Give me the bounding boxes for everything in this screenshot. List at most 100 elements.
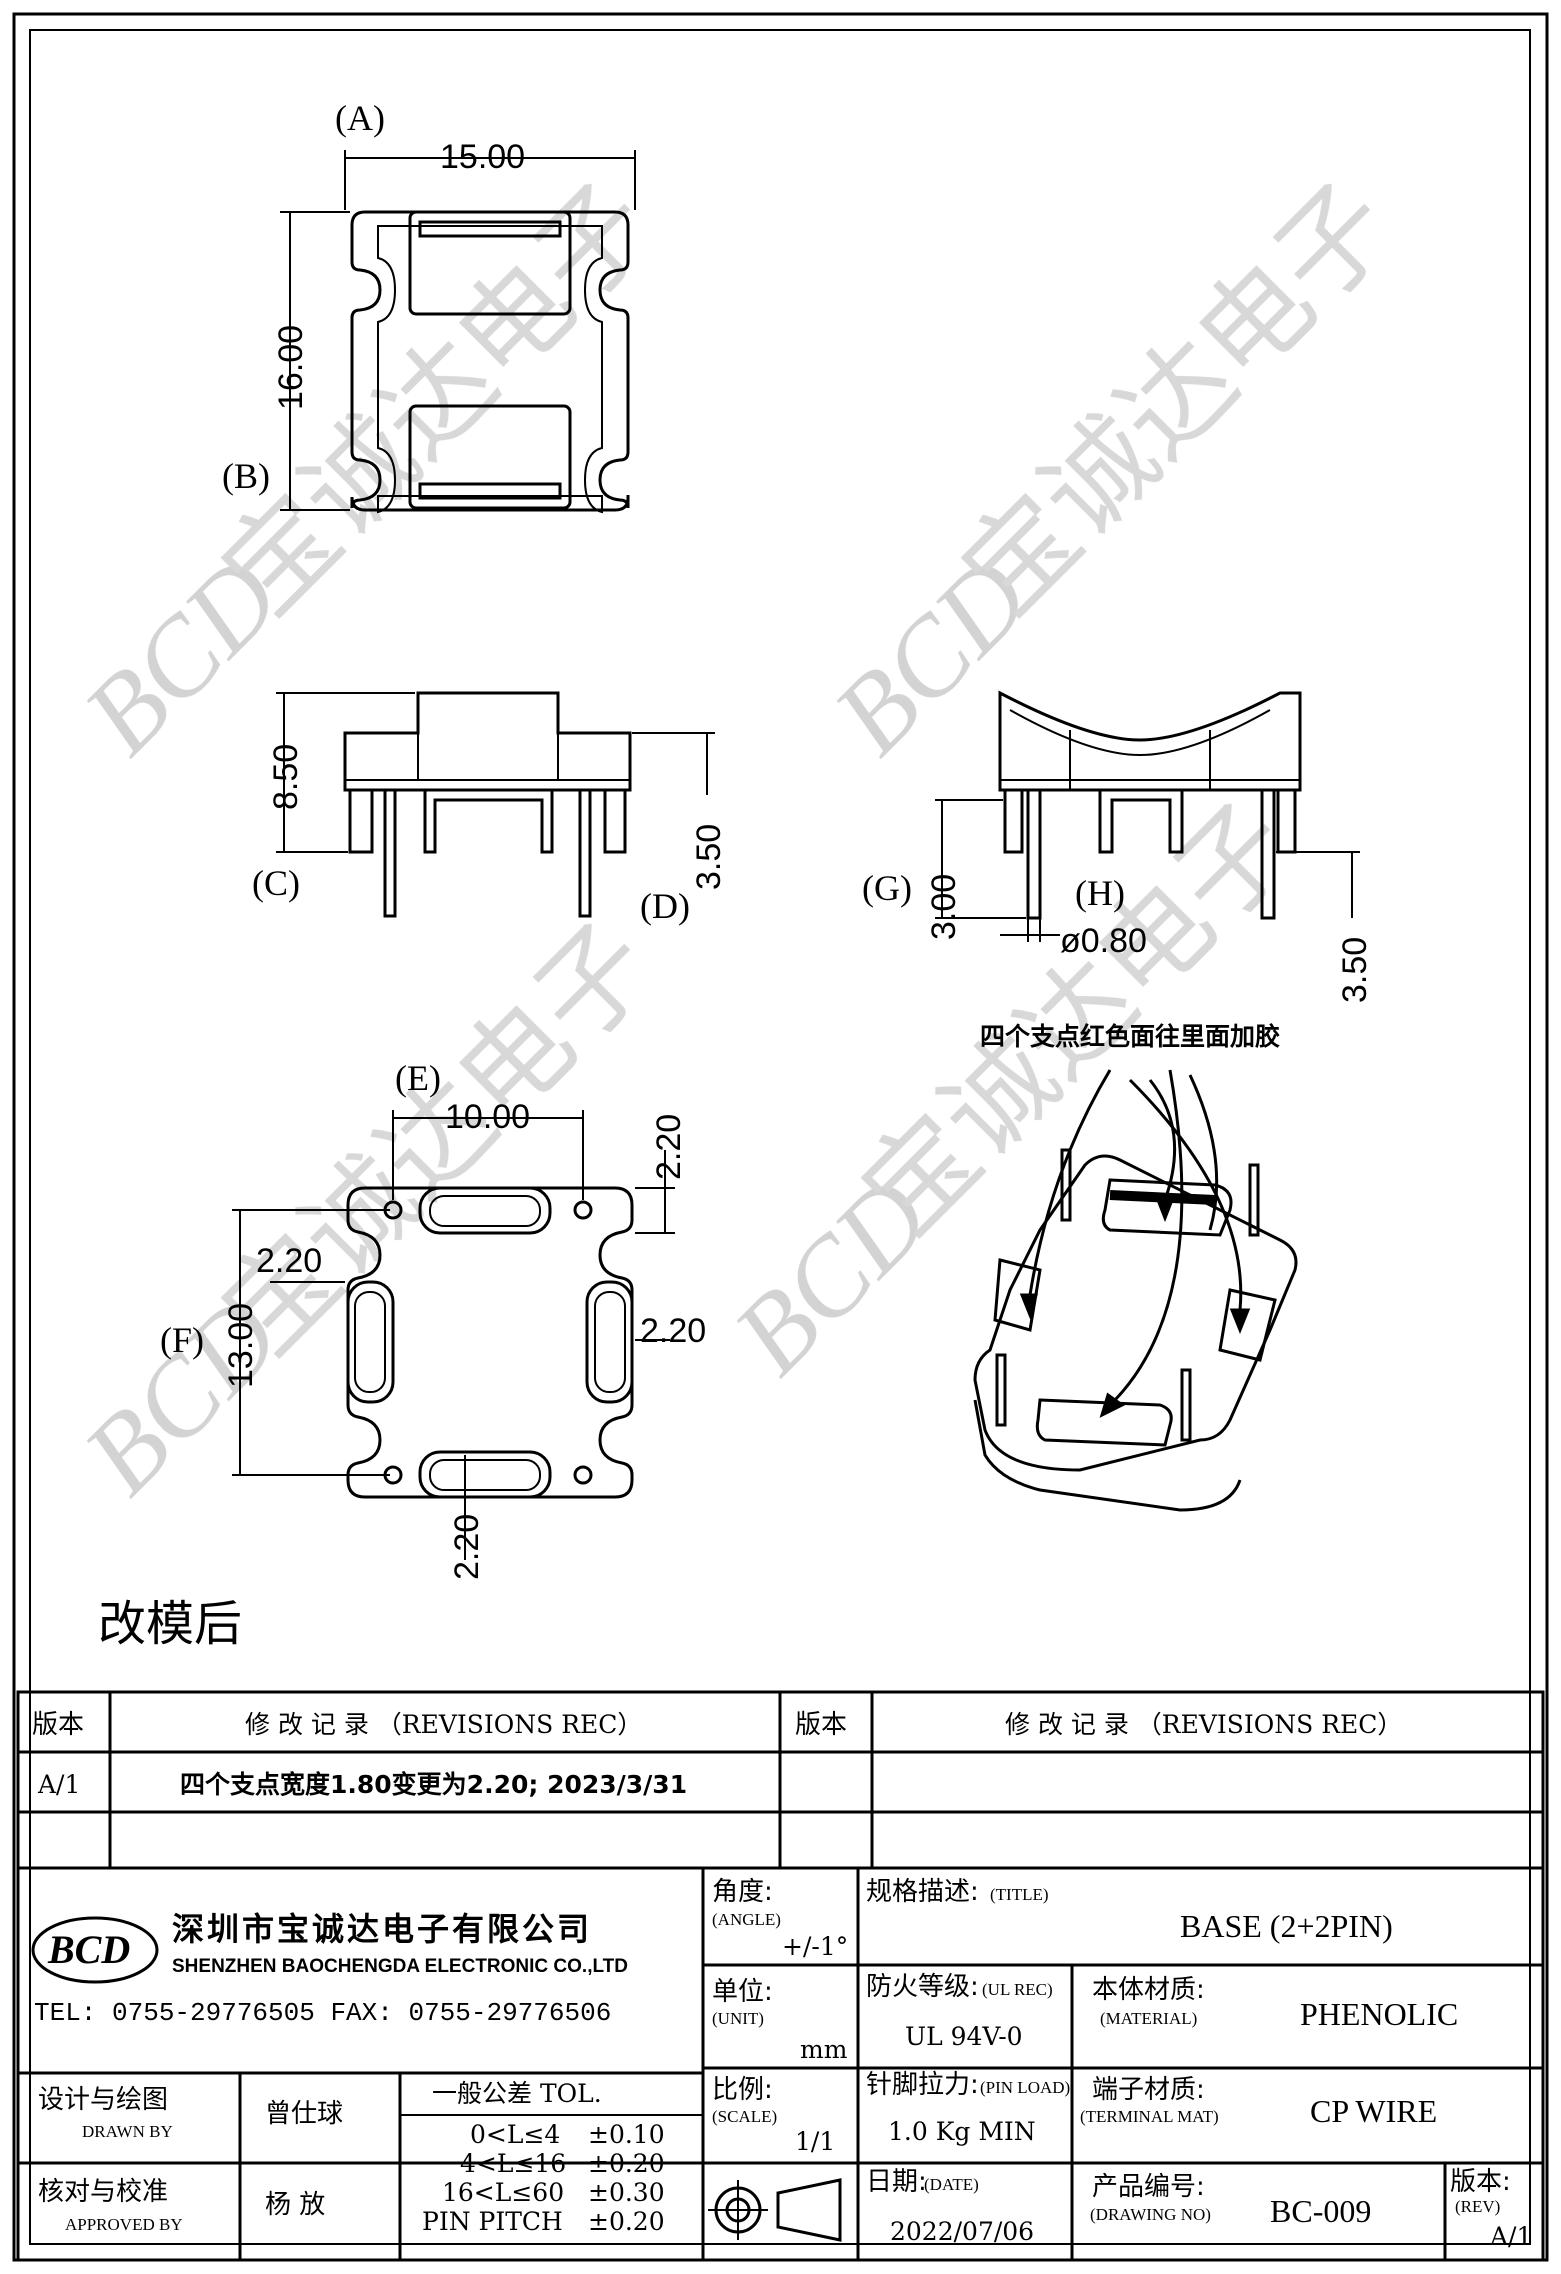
tol-range: PIN PITCH	[422, 2207, 563, 2236]
angle-label-en: (ANGLE)	[712, 1910, 781, 1929]
logo-text: BCD	[47, 1927, 130, 1972]
iso-pin	[1180, 1368, 1192, 1442]
tol-value: ±0.20	[588, 2149, 665, 2178]
ul-value: UL 94V-0	[905, 2022, 1023, 2051]
front-leg-left	[348, 790, 374, 854]
logo-mark	[31, 1916, 159, 1984]
top-inner-outline	[377, 225, 603, 514]
iso-pin	[995, 1353, 1007, 1427]
approved-label: 核对与校准	[38, 2177, 168, 2207]
title-block	[16, 1866, 1545, 2262]
iso-arrow	[1148, 1079, 1177, 1201]
dim-3-50-front: 3.50	[690, 824, 728, 890]
dim-3-00: 3.00	[925, 874, 963, 940]
dim-0-80: ø0.80	[1060, 922, 1147, 960]
bottom-pad-top-inner	[429, 1195, 541, 1227]
dim-2-20-top: 2.20	[650, 1114, 688, 1180]
bottom-pin-hole	[573, 1465, 593, 1485]
scale-value: 1/1	[795, 2127, 835, 2156]
dim-3-50-side: 3.50	[1336, 937, 1374, 1003]
dim-8-50: 8.50	[267, 744, 305, 810]
bottom-pad-left	[346, 1280, 395, 1404]
rev-label: 版本:	[1450, 2167, 1511, 2197]
iso-note: 四个支点红色面往里面加胶	[980, 1022, 1280, 1051]
bottom-pad-left-inner	[354, 1291, 386, 1393]
dwg-value: BC-009	[1270, 2193, 1371, 2229]
rev-row-ver: A/1	[37, 1770, 80, 1799]
unit-value: mm	[800, 2035, 848, 2064]
terminal-label: 端子材质:	[1092, 2075, 1205, 2105]
rev-header-rec-right: 修 改 记 录 （REVISIONS REC）	[1005, 1710, 1402, 1739]
top-bobbin-lower	[408, 404, 572, 510]
date-value: 2022/07/06	[890, 2217, 1034, 2246]
dim-15: 15.00	[440, 138, 525, 176]
bottom-pad-top	[418, 1186, 552, 1235]
material-label: 本体材质:	[1092, 1975, 1205, 2005]
bottom-pin-hole	[573, 1200, 593, 1220]
dim-2-20-bottom: 2.20	[448, 1514, 486, 1580]
side-view	[935, 690, 1360, 942]
arrow-head	[1099, 1392, 1125, 1418]
rev-header-ver-left: 版本	[32, 1710, 84, 1740]
front-center-leg	[423, 790, 554, 854]
tb-frame	[16, 1866, 1545, 2262]
rev-value: A/1	[1489, 2222, 1532, 2251]
terminal-value: CP WIRE	[1310, 2093, 1437, 2129]
bottom-pad-bottom-inner	[429, 1459, 541, 1491]
side-arc	[1009, 709, 1271, 757]
rev-header-ver-right: 版本	[795, 1710, 847, 1740]
watermark-text-cn: 宝诚达电子	[198, 899, 677, 1378]
iso-pad-top-shade	[1109, 1190, 1216, 1205]
rev-row-text: 四个支点宽度1.80变更为2.20; 2023/3/31	[180, 1770, 687, 1799]
rev-header-rec-left: 修 改 记 录 （REVISIONS REC）	[245, 1710, 642, 1739]
iso-outline	[973, 1154, 1298, 1472]
label-b: (B)	[222, 456, 270, 496]
approved-label-en: APPROVED BY	[65, 2215, 183, 2234]
label-a: (A)	[335, 98, 385, 138]
drawn-label: 设计与绘图	[38, 2085, 168, 2115]
dwg-label-en: (DRAWING NO)	[1090, 2205, 1211, 2224]
iso-pin	[1248, 1163, 1260, 1237]
material-label-en: (MATERIAL)	[1100, 2009, 1197, 2028]
tol-value: ±0.30	[588, 2178, 665, 2207]
dim-2-20-left: 2.20	[256, 1242, 322, 1280]
top-bobbin-lower-lip	[418, 482, 562, 500]
front-leg-right	[603, 790, 627, 854]
label-h: (H)	[1075, 873, 1125, 913]
top-bobbin-upper	[408, 210, 572, 316]
front-pin-right	[578, 788, 592, 918]
scale-label-en: (SCALE)	[712, 2107, 777, 2126]
tol-value: ±0.20	[588, 2207, 665, 2236]
watermark: BCD 宝诚达电子 BCD 宝诚达电子 BCD 宝诚达电子 BCD 宝诚达电子	[61, 159, 1418, 1517]
angle-label: 角度:	[712, 1877, 773, 1907]
remark: 改模后	[98, 1596, 242, 1652]
iso-pad-left	[993, 1258, 1042, 1332]
title-value: BASE (2+2PIN)	[1180, 1908, 1393, 1944]
iso-arrow	[1028, 1069, 1112, 1296]
rev-label-en: (REV)	[1455, 2197, 1500, 2216]
arrow-head	[1229, 1308, 1251, 1335]
label-g: (G)	[862, 868, 912, 908]
tol-range: 4<L≤16	[460, 2149, 566, 2178]
watermark-text-cn: 宝诚达电子	[838, 779, 1317, 1258]
iso-pad-bottom	[1035, 1398, 1173, 1447]
top-outline	[350, 210, 630, 512]
angle-value: +/-1°	[782, 1932, 848, 1961]
bottom-outline	[346, 1186, 634, 1499]
company-cn: 深圳市宝诚达电子有限公司	[172, 1910, 592, 1948]
pinload-label: 针脚拉力:	[866, 2070, 979, 2100]
label-e: (E)	[395, 1058, 441, 1098]
drawn-label-en: DRAWN BY	[82, 2122, 173, 2141]
front-view	[276, 691, 715, 918]
iso-arrow	[1188, 1074, 1219, 1231]
company-tel: TEL: 0755-29776505 FAX: 0755-29776506	[34, 1998, 611, 2028]
side-pin-left	[1026, 788, 1042, 920]
title-label-en: (TITLE)	[990, 1885, 1049, 1904]
pinload-label-en: (PIN LOAD)	[980, 2078, 1070, 2097]
front-pin-left	[383, 788, 397, 918]
watermark-text-cn: 宝诚达电子	[938, 159, 1417, 638]
bottom-pad-right	[585, 1280, 634, 1404]
front-body	[343, 691, 632, 792]
side-center-leg	[1098, 790, 1184, 854]
